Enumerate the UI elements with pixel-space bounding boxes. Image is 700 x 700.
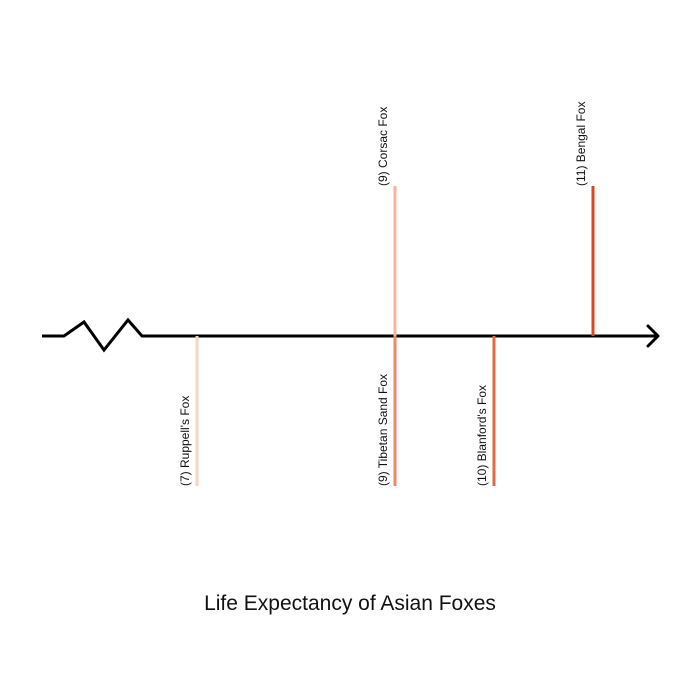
event-label-3: (10) Blanford's Fox	[475, 385, 489, 486]
timeline-marks: (7) Ruppell's Fox (9) Corsac Fox (9) Tibet…	[178, 102, 595, 486]
event-label-2: (9) Tibetan Sand Fox	[376, 374, 390, 486]
axis-arrow-icon	[646, 324, 660, 348]
event-label-4: (11) Bengal Fox	[574, 102, 588, 187]
event-label-0: (7) Ruppell's Fox	[178, 396, 192, 486]
axis-line	[42, 317, 658, 353]
timeline-axis	[42, 317, 660, 353]
chart-title: Life Expectancy of Asian Foxes	[204, 592, 496, 615]
event-label-1: (9) Corsac Fox	[376, 107, 390, 186]
